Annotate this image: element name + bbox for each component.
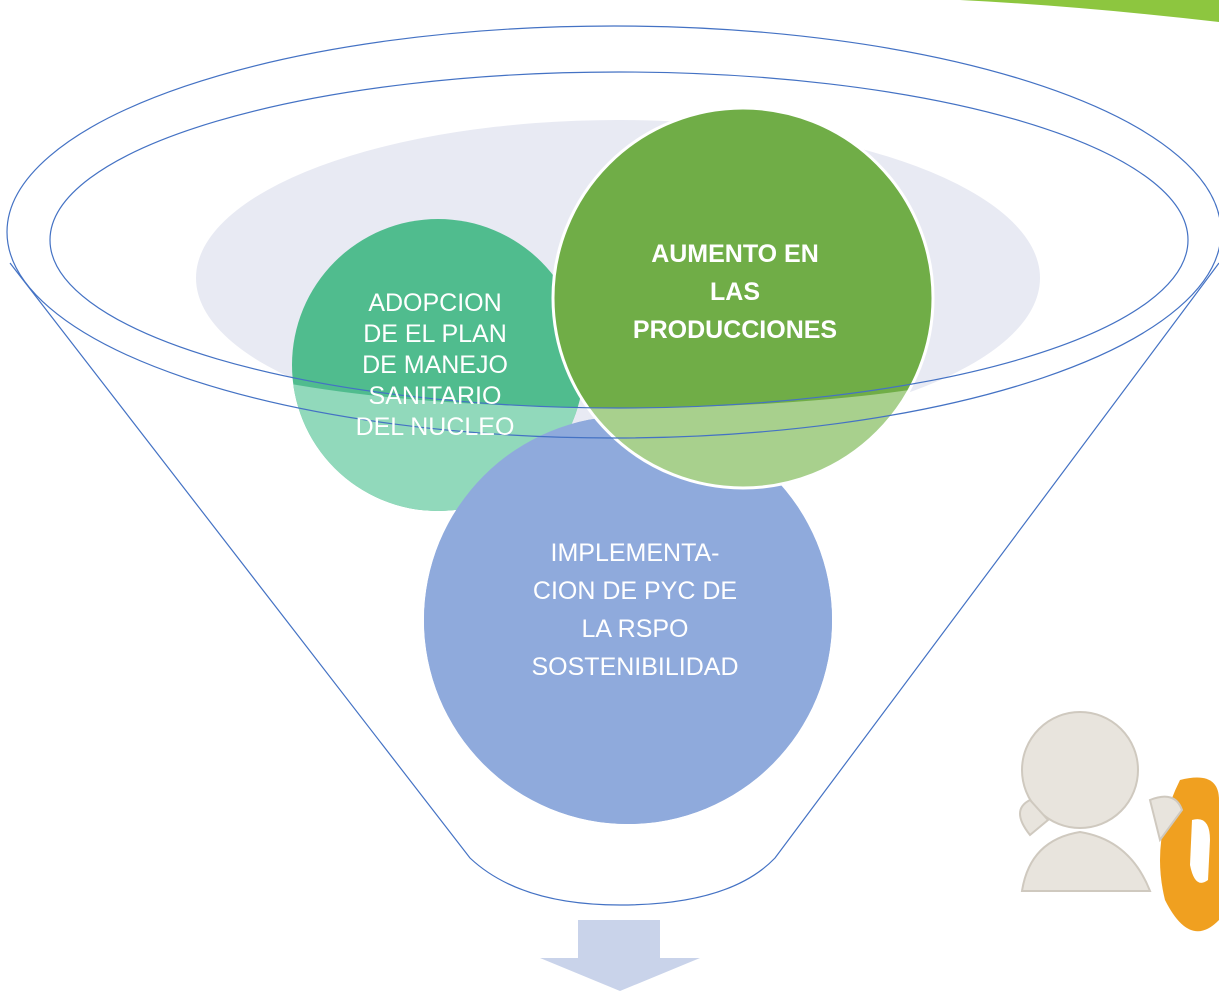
adopcion-line-2: DE EL PLAN: [363, 319, 507, 348]
aumento-line-2: LAS: [710, 278, 760, 306]
adopcion-line-3: DE MANEJO: [362, 350, 508, 379]
label-adopcion: ADOPCION DE EL PLAN DE MANEJO SANITARIO …: [325, 265, 545, 465]
aumento-line-1: AUMENTO EN: [651, 240, 819, 268]
circle-implementacion-redraw: [424, 416, 832, 824]
header-accent-bar: [960, 0, 1219, 22]
implementacion-line-1: IMPLEMENTA-: [550, 539, 720, 567]
funnel-outer-rim: [6, 25, 1219, 439]
adopcion-line-1: ADOPCION: [368, 288, 502, 317]
presenter-figure-icon: [1019, 711, 1219, 932]
implementacion-line-4: SOSTENIBILIDAD: [531, 653, 739, 681]
funnel-body: [9, 262, 1219, 906]
implementacion-line-2: CION DE PYC DE: [532, 577, 738, 605]
label-implementacion: IMPLEMENTA- CION DE PYC DE LA RSPO SOSTE…: [470, 525, 800, 695]
circle-aumento-outline: [551, 106, 935, 490]
label-aumento: AUMENTO EN LAS PRODUCCIONES: [595, 228, 875, 356]
aumento-line-3: PRODUCCIONES: [632, 316, 838, 344]
adopcion-line-5: DEL NUCLEO: [355, 412, 515, 441]
adopcion-line-4: SANITARIO: [368, 381, 502, 410]
down-arrow: [540, 920, 700, 991]
implementacion-line-3: LA RSPO: [581, 615, 689, 643]
funnel-inner-rim: [49, 71, 1189, 409]
circle-aumento: [553, 108, 933, 488]
